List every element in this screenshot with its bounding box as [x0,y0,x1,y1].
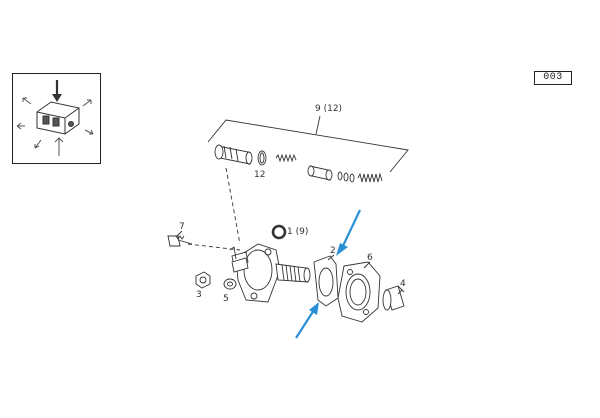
leader-2 [327,254,335,261]
component-block-icon [36,101,80,135]
large-spring-part [357,172,383,183]
threaded-stem-part [275,263,311,283]
blue-pointer-arrow-icon [336,209,361,256]
bolt-part [167,235,193,247]
callout-6: 6 [367,253,373,263]
washer-set-part [337,171,355,183]
orientation-inset-drawing [16,80,94,156]
plunger-part [307,165,333,181]
callout-2: 2 [330,246,336,256]
callout-5: 5 [223,294,229,304]
callout-12: 12 [254,170,266,180]
blue-pointer-arrow-icon [295,302,319,339]
callout-7: 7 [179,222,185,232]
callout-4: 4 [400,279,406,289]
assembly-centerline [187,243,241,251]
callout-1: 1 (9) [287,227,309,237]
valve-body-part [214,144,253,165]
group-leader-9 [315,115,321,135]
callout-3: 3 [196,290,202,300]
assembly-centerline [225,167,241,245]
o-ring-part [257,150,267,166]
gasket-part [313,255,339,307]
cover-plate-part [337,261,381,323]
callout-9: 9 (12) [315,104,343,114]
leader-4 [397,289,403,295]
cap-part [382,285,405,311]
housing-flange-part [229,243,281,303]
leader-6 [363,261,371,269]
direction-arrow-icon [52,80,62,102]
o-ring-part [271,224,287,240]
direction-arrow-icon [16,97,94,156]
leader-7 [175,230,183,238]
orientation-inset [12,73,101,164]
washer-part [223,278,237,290]
small-spring-part [275,153,297,163]
group-bracket-9 [207,119,409,173]
nut-part [195,271,211,289]
page-code-label: 003 [534,71,572,85]
